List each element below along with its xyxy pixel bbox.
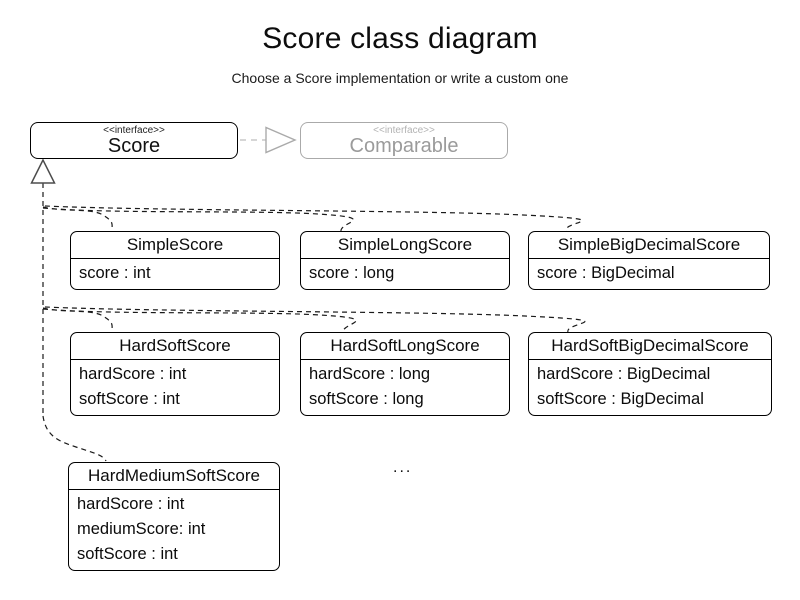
page-subtitle: Choose a Score implementation or write a…: [231, 70, 569, 86]
class-attribute: score : BigDecimal: [537, 264, 675, 282]
class-simplescore: SimpleScore score : int: [70, 231, 280, 290]
class-attribute: softScore : BigDecimal: [537, 390, 704, 408]
interface-score: <<interface>> Score: [30, 122, 238, 159]
class-name: SimpleScore: [71, 232, 279, 259]
class-attribute: softScore : int: [79, 390, 180, 408]
class-simplelongscore: SimpleLongScore score : long: [300, 231, 510, 290]
more-implementations-ellipsis: ...: [393, 459, 413, 476]
interface-comparable-stereotype: <<interface>>: [373, 124, 435, 136]
class-name: HardSoftLongScore: [301, 333, 509, 360]
edge-to-hardsoftbigdecimalscore: [44, 306, 586, 333]
class-hardsoftscore: HardSoftScore hardScore : int softScore …: [70, 332, 280, 416]
comparable-arrowhead-icon: [265, 126, 297, 154]
realization-arrowhead-icon: [30, 158, 56, 184]
interface-score-stereotype: <<interface>>: [103, 124, 165, 136]
class-attribute: mediumScore: int: [77, 520, 206, 538]
class-attribute: hardScore : int: [79, 365, 187, 383]
class-name: HardSoftBigDecimalScore: [529, 333, 771, 360]
class-attribute: hardScore : long: [309, 365, 431, 383]
interface-score-name: Score: [107, 134, 161, 157]
class-name: SimpleBigDecimalScore: [529, 232, 769, 259]
class-hardmediumsoftscore: HardMediumSoftScore hardScore : int medi…: [68, 462, 280, 571]
class-attribute: hardScore : int: [77, 495, 185, 513]
edge-to-hardsoftlongscore: [42, 308, 357, 333]
edge-to-simplebigdecimalscore: [44, 205, 583, 232]
class-simplebigdecimalscore: SimpleBigDecimalScore score : BigDecimal: [528, 231, 770, 290]
class-attribute: softScore : long: [309, 390, 424, 408]
class-hardsoftbigdecimalscore: HardSoftBigDecimalScore hardScore : BigD…: [528, 332, 772, 416]
class-name: SimpleLongScore: [301, 232, 509, 259]
class-attribute: softScore : int: [77, 545, 178, 563]
edge-to-simplelongscore: [42, 207, 354, 232]
class-attribute: score : long: [309, 264, 395, 282]
interface-comparable-name: Comparable: [349, 134, 459, 157]
class-attribute: score : int: [79, 264, 151, 282]
page-title: Score class diagram: [262, 22, 538, 55]
class-attribute: hardScore : BigDecimal: [537, 365, 711, 383]
class-name: HardMediumSoftScore: [69, 463, 279, 490]
class-name: HardSoftScore: [71, 333, 279, 360]
class-hardsoftlongscore: HardSoftLongScore hardScore : long softS…: [300, 332, 510, 416]
interface-comparable: <<interface>> Comparable: [300, 122, 508, 159]
edge-to-hardmediumsoftscore: [42, 415, 107, 462]
